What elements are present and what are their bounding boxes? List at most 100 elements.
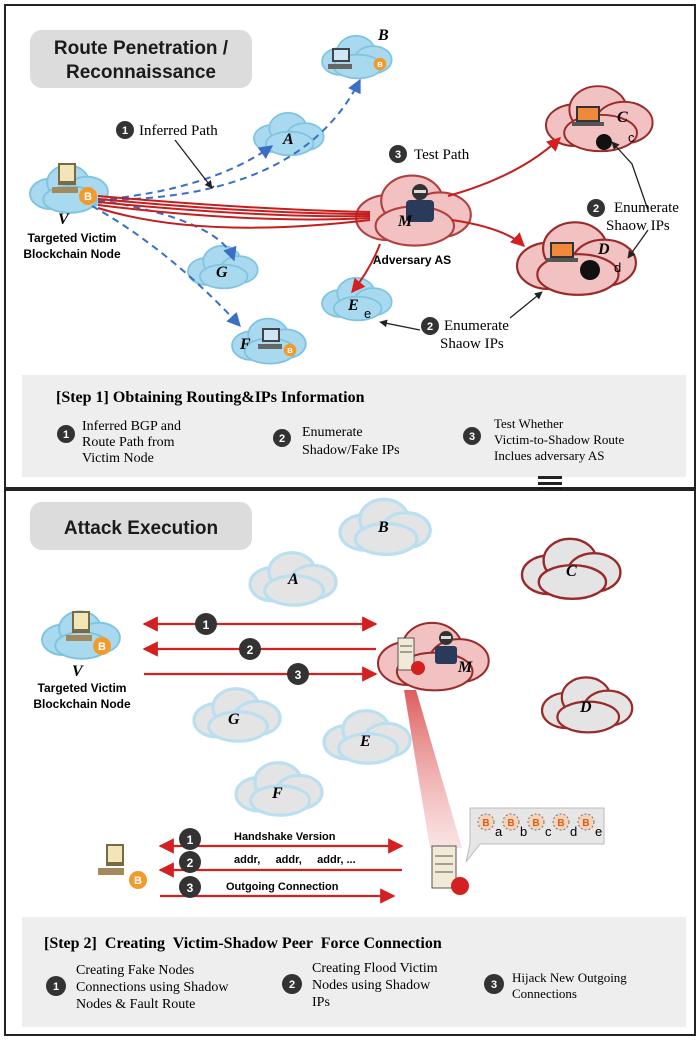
shadow-coin-symbol: B xyxy=(582,818,589,829)
step1-badge-1-num: 1 xyxy=(63,429,69,441)
panel2-title: Attack Execution xyxy=(64,518,218,539)
shadow-coin-icon xyxy=(527,813,545,831)
badge-2-num: 2 xyxy=(427,321,433,333)
cloud-m-label: M xyxy=(397,213,413,230)
badge-2 xyxy=(587,199,605,217)
enum-pointer-e xyxy=(379,319,421,331)
arrow-badge-3 xyxy=(287,663,309,685)
bitcoin-icon xyxy=(283,343,297,357)
devil-icon xyxy=(411,661,425,675)
step2-item1-line2: Connections using Shadow xyxy=(76,980,229,995)
victim-label-line2: Blockchain Node xyxy=(23,247,121,261)
victim-label-line2: Blockchain Node xyxy=(33,697,131,711)
adversary-label: Adversary AS xyxy=(373,253,451,267)
message-arrows xyxy=(158,838,404,904)
dark-coin-icon xyxy=(596,134,612,150)
step2-badge-2 xyxy=(282,974,302,994)
step2-badge-1-num: 1 xyxy=(53,981,59,993)
inferred-path-pointer xyxy=(174,139,213,189)
computer-icon xyxy=(66,611,92,641)
step1-item3-line2: Victim-to-Shadow Route xyxy=(494,432,625,447)
step2-badge-3-num: 3 xyxy=(491,979,497,991)
enum-bottom-line1: Enumerate xyxy=(444,318,509,334)
cloud-c-label: C xyxy=(617,109,628,126)
cloud-d-label: D xyxy=(579,699,592,716)
step2-item3-line1: Hijack New Outgoing xyxy=(512,970,627,985)
inferred-path-label: Inferred Path xyxy=(139,123,218,139)
shadow-node-label: c xyxy=(545,824,552,839)
enum-bottom-line2: Shaow IPs xyxy=(440,336,504,352)
shadow-node-c-label: c xyxy=(628,130,635,145)
step1-badge-3 xyxy=(463,427,481,445)
computer-icon xyxy=(258,328,282,349)
computer-icon xyxy=(328,48,352,69)
step1-item1-line2: Route Path from xyxy=(82,435,175,450)
step1-item1-line1: Inferred BGP and xyxy=(82,419,181,434)
step2-item3-line2: Connections xyxy=(512,986,577,1001)
victim-letter: V xyxy=(72,663,84,680)
server-icon xyxy=(397,637,415,671)
handshake-label: Handshake Version xyxy=(234,831,336,843)
shadow-coin-symbol: B xyxy=(482,818,489,829)
cloud-b-label: B xyxy=(377,519,389,536)
enum-pointer-c xyxy=(611,141,649,211)
cloud-g-label: G xyxy=(216,264,228,281)
step1-badge-2-num: 2 xyxy=(279,433,285,445)
server-icon xyxy=(431,845,457,889)
bitcoin-icon xyxy=(93,637,111,655)
shadow-node-label: b xyxy=(520,824,527,839)
step1-badge-2 xyxy=(273,429,291,447)
step1-item2-line1: Enumerate xyxy=(302,425,363,440)
shadow-node-label: d xyxy=(570,824,577,839)
attack-beam xyxy=(404,690,462,848)
msg-badge-3 xyxy=(179,876,201,898)
step1-title: [Step 1] Obtaining Routing&IPs Informati… xyxy=(56,389,365,406)
dark-coin-icon xyxy=(580,260,600,280)
shadow-node-e-label: e xyxy=(364,306,371,321)
step2-item2-line2: Nodes using Shadow xyxy=(312,978,431,993)
addr-label: addr, addr, addr, ... xyxy=(234,854,356,866)
shadow-coin-symbol: B xyxy=(557,818,564,829)
badge-2 xyxy=(421,317,439,335)
cloud-f-label: F xyxy=(271,785,283,802)
arrow-badge-3-num: 3 xyxy=(295,668,302,682)
test-path-label: Test Path xyxy=(414,147,470,163)
victim-label-line1: Targeted Victim xyxy=(38,681,127,695)
step1-badge-1 xyxy=(57,425,75,443)
cloud-a-label: A xyxy=(287,571,299,588)
panel2-title-box xyxy=(30,502,252,550)
msg-badge-1-num: 1 xyxy=(187,833,194,847)
badge-1 xyxy=(116,121,134,139)
panel1-title-line1: Route Penetration / xyxy=(54,38,229,59)
step1-item3-line3: Inclues adversary AS xyxy=(494,448,604,463)
enum-pointer-d2 xyxy=(509,291,543,319)
test-path-arrows xyxy=(97,137,562,294)
step2-badge-3 xyxy=(484,974,504,994)
step2-badge-1 xyxy=(46,976,66,996)
cloud-a-label: A xyxy=(282,131,294,148)
step1-box xyxy=(22,375,686,477)
hacker-icon xyxy=(406,184,434,222)
step2-item1-line1: Creating Fake Nodes xyxy=(76,963,194,978)
badge-1-num: 1 xyxy=(122,125,128,137)
enum-pointer-d xyxy=(627,229,649,259)
enum-right-line1: Enumerate xyxy=(614,200,679,216)
step1-item2-line2: Shadow/Fake IPs xyxy=(302,443,400,458)
arrow-badge-2 xyxy=(239,638,261,660)
cloud-c-label: C xyxy=(566,563,577,580)
shadow-coin-symbol: B xyxy=(507,818,514,829)
shadow-coin-icon xyxy=(577,813,595,831)
shadow-coin-icon xyxy=(552,813,570,831)
cloud-e-label: E xyxy=(347,297,359,314)
badge-3 xyxy=(389,145,407,163)
enum-right-line2: Shaow IPs xyxy=(606,218,670,234)
computer-icon xyxy=(98,844,124,875)
msg-badge-3-num: 3 xyxy=(187,881,194,895)
step2-badge-2-num: 2 xyxy=(289,979,295,991)
shadow-coin-symbol: B xyxy=(532,818,539,829)
cloud-d-label: D xyxy=(597,241,610,258)
victim-label-line1: Targeted Victim xyxy=(28,231,117,245)
step2-title: [Step 2] Creating Victim-Shadow Peer For… xyxy=(44,935,442,952)
